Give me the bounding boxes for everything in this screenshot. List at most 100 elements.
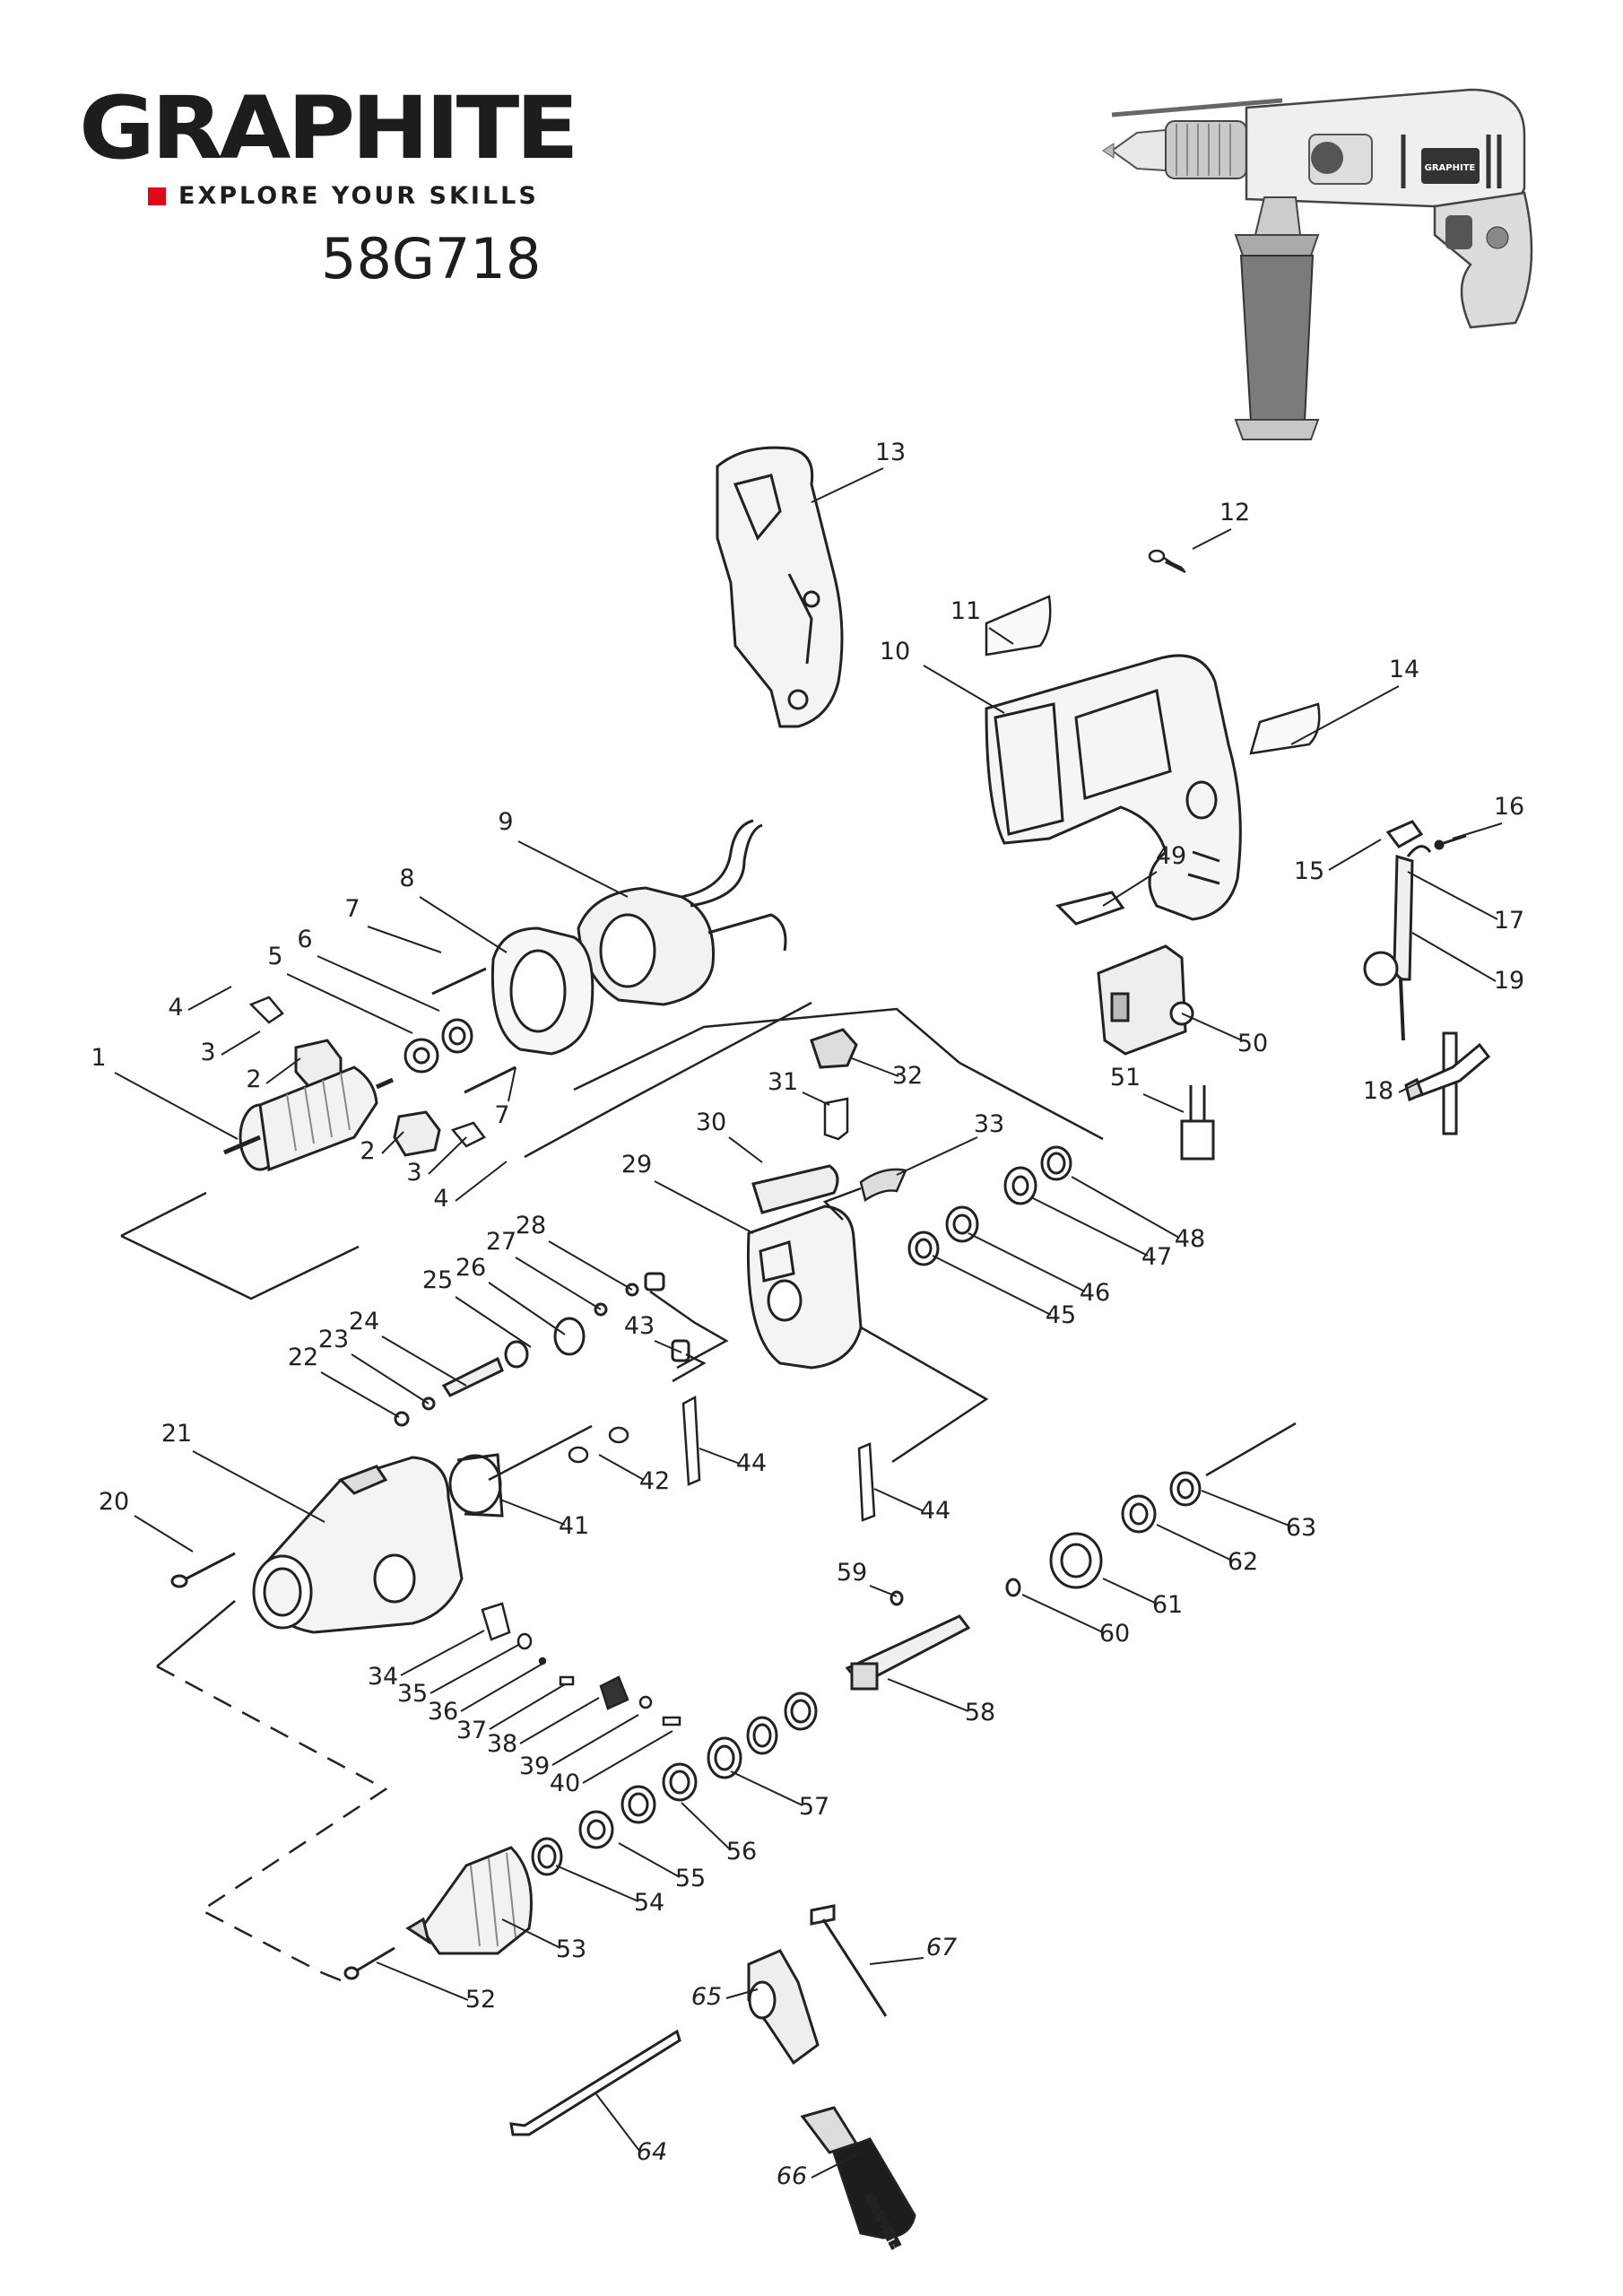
part-number-label: 60: [1099, 1620, 1130, 1648]
part-number-label: 4: [168, 994, 183, 1022]
part-number-label: 7: [344, 895, 360, 923]
leader-line: [811, 2152, 862, 2179]
leader-line: [802, 1091, 830, 1106]
part-number-label: 17: [1494, 907, 1524, 935]
leader-line: [869, 1585, 898, 1597]
part-number-label: 51: [1110, 1064, 1141, 1091]
part-number-label: 5: [267, 943, 282, 970]
part-number-label: 30: [696, 1109, 726, 1136]
part-number-label: 67: [926, 1934, 957, 1961]
leader-line: [455, 1161, 508, 1202]
part-number-label: 53: [556, 1935, 586, 1963]
part-number-label: 65: [691, 1983, 722, 2011]
part-number-label: 3: [406, 1159, 421, 1187]
part-spindle: [845, 1614, 971, 1691]
part-number-label: 15: [1294, 857, 1324, 885]
leader-line: [618, 1842, 681, 1878]
part-number-label: 31: [768, 1068, 798, 1096]
leader-line: [367, 926, 442, 953]
brand-slogan: EXPLORE YOUR SKILLS: [148, 182, 539, 210]
part-label-sticker: [985, 595, 1052, 657]
leader-line: [376, 1961, 469, 2001]
part-number-label: 59: [837, 1559, 867, 1587]
part-rod: [509, 2029, 681, 2136]
part-lock-button: [1055, 891, 1125, 926]
part-number-label: 12: [1219, 499, 1250, 526]
leader-line: [699, 1448, 741, 1465]
leader-line: [887, 1678, 969, 1712]
part-number-label: 22: [288, 1344, 318, 1371]
part-number-label: 43: [624, 1312, 655, 1340]
leader-line: [320, 1371, 400, 1418]
leader-line: [1142, 1093, 1185, 1113]
leader-line: [968, 1232, 1086, 1292]
part-number-label: 46: [1080, 1279, 1110, 1307]
leader-line: [598, 1454, 645, 1481]
part-screw: [1148, 549, 1186, 574]
part-armature: [223, 1065, 395, 1172]
part-gearbox-front: [252, 1456, 464, 1634]
leader-line: [654, 1180, 754, 1234]
leader-line: [851, 1057, 899, 1077]
assembly-dashed-outline: [156, 1665, 388, 1975]
part-number-label: 35: [397, 1680, 428, 1708]
leader-line: [428, 1136, 467, 1175]
part-number-label: 38: [487, 1730, 517, 1758]
part-number-label: 63: [1286, 1514, 1316, 1542]
part-number-label: 37: [456, 1717, 487, 1744]
leader-line: [1398, 1077, 1428, 1093]
leader-line: [873, 1488, 924, 1512]
leader-line: [1071, 1176, 1180, 1239]
part-number-label: 20: [99, 1488, 129, 1516]
part-spring-plate: [823, 1097, 849, 1141]
leader-line: [488, 1282, 566, 1335]
assembly-outline: [120, 1001, 1104, 1667]
part-switch: [1097, 944, 1194, 1056]
leader-line: [1201, 1490, 1292, 1527]
leader-line: [1181, 1013, 1243, 1041]
part-stator: [577, 819, 787, 1006]
product-photo: GRAPHITE: [1102, 88, 1533, 440]
part-number-label: 40: [550, 1770, 580, 1797]
photo-badge-text: GRAPHITE: [1425, 163, 1476, 173]
leader-line: [381, 1131, 404, 1154]
part-brush-holder: [294, 1039, 441, 1157]
leader-line: [932, 1255, 1052, 1316]
part-depth-rod: [810, 1904, 888, 2017]
leader-line: [1102, 871, 1158, 907]
leader-line: [265, 1057, 301, 1084]
leader-line: [508, 1066, 516, 1102]
part-number-label: 55: [675, 1865, 706, 1892]
leader-line: [582, 1730, 673, 1784]
part-number-label: 25: [422, 1266, 453, 1294]
slogan-text: EXPLORE YOUR SKILLS: [178, 182, 539, 210]
leader-line: [811, 467, 884, 503]
part-number-label: 19: [1494, 967, 1524, 995]
brand-logo: GRAPHITE: [79, 78, 579, 178]
part-handle-clamp: [747, 1949, 820, 2066]
leader-line: [317, 955, 440, 1012]
part-number-label: 28: [516, 1212, 546, 1239]
part-capacitor: [1180, 1085, 1215, 1161]
part-screw: [170, 1552, 236, 1588]
leader-line: [419, 896, 508, 953]
part-motor-housing: [985, 654, 1242, 921]
leader-line: [654, 1340, 682, 1353]
leader-line: [595, 2093, 640, 2152]
leader-line: [114, 1072, 239, 1140]
part-number-label: 29: [621, 1151, 652, 1178]
leader-line: [1021, 1594, 1104, 1633]
part-number-label: 14: [1389, 656, 1419, 683]
leader-line: [551, 1714, 639, 1766]
part-number-label: 21: [161, 1420, 192, 1448]
leader-line: [1407, 871, 1498, 920]
leader-line: [896, 1136, 978, 1176]
part-clip: [568, 1395, 876, 1522]
part-number-label: 34: [368, 1663, 398, 1691]
part-label-sticker: [1249, 702, 1321, 755]
part-number-label: 3: [200, 1039, 215, 1066]
leader-line: [351, 1353, 430, 1405]
part-number-label: 26: [456, 1254, 486, 1282]
part-number-label: 52: [465, 1986, 496, 2013]
